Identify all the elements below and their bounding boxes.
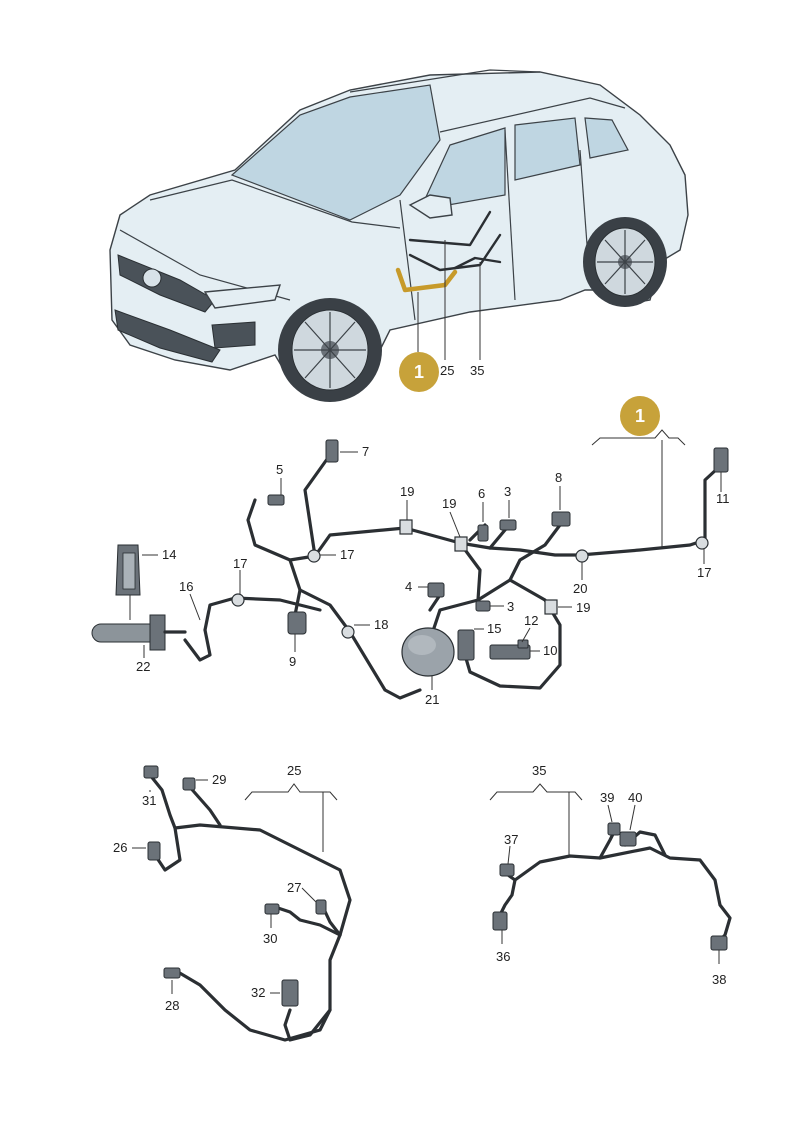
- callout-21: 21: [425, 692, 439, 707]
- callout-3-a: 3: [504, 484, 511, 499]
- callout-badge-harness[interactable]: 1: [620, 396, 660, 436]
- harness-35: 35 39 40 37 36 38: [489, 763, 732, 987]
- callout-30: 30: [263, 931, 277, 946]
- callout-26: 26: [113, 840, 127, 855]
- callout-39: 39: [600, 790, 614, 805]
- callout-14: 14: [162, 547, 176, 562]
- harness-25: 25 31 29 26 27 30 32 28: [113, 763, 352, 1042]
- callout-7: 7: [362, 444, 369, 459]
- callout-37: 37: [504, 832, 518, 847]
- svg-text:1: 1: [414, 362, 424, 382]
- callout-17-a: 17: [340, 547, 354, 562]
- callout-25: 25: [287, 763, 301, 778]
- main-callouts: 7 5 19 19 6 3 8 11 14 17 17 20 17 16 4 3…: [136, 444, 730, 707]
- callout-27: 27: [287, 880, 301, 895]
- callout-3-b: 3: [507, 599, 514, 614]
- callout-badge-car[interactable]: 1: [399, 352, 439, 392]
- callout-11: 11: [716, 491, 730, 506]
- callout-35-car: 35: [470, 363, 484, 378]
- callout-19-c: 19: [576, 600, 590, 615]
- callout-25-car: 25: [440, 363, 454, 378]
- callout-12: 12: [524, 613, 538, 628]
- callout-17-c: 17: [697, 565, 711, 580]
- callout-20: 20: [573, 581, 587, 596]
- callout-29: 29: [212, 772, 226, 787]
- callout-40: 40: [628, 790, 642, 805]
- callout-38: 38: [712, 972, 726, 987]
- callout-16: 16: [179, 579, 193, 594]
- car-illustration: [109, 69, 689, 402]
- callout-17-b: 17: [233, 556, 247, 571]
- callout-19-a: 19: [400, 484, 414, 499]
- callout-6: 6: [478, 486, 485, 501]
- callout-8: 8: [555, 470, 562, 485]
- callout-5: 5: [276, 462, 283, 477]
- callout-19-b: 19: [442, 496, 456, 511]
- callout-28: 28: [165, 998, 179, 1013]
- main-harness: [91, 429, 729, 700]
- callout-9: 9: [289, 654, 296, 669]
- callout-31: 31: [142, 793, 156, 808]
- callout-4: 4: [405, 579, 412, 594]
- svg-text:1: 1: [635, 406, 645, 426]
- callout-35: 35: [532, 763, 546, 778]
- callout-18: 18: [374, 617, 388, 632]
- callout-22: 22: [136, 659, 150, 674]
- callout-10: 10: [543, 643, 557, 658]
- callout-15: 15: [487, 621, 501, 636]
- callout-36: 36: [496, 949, 510, 964]
- callout-32: 32: [251, 985, 265, 1000]
